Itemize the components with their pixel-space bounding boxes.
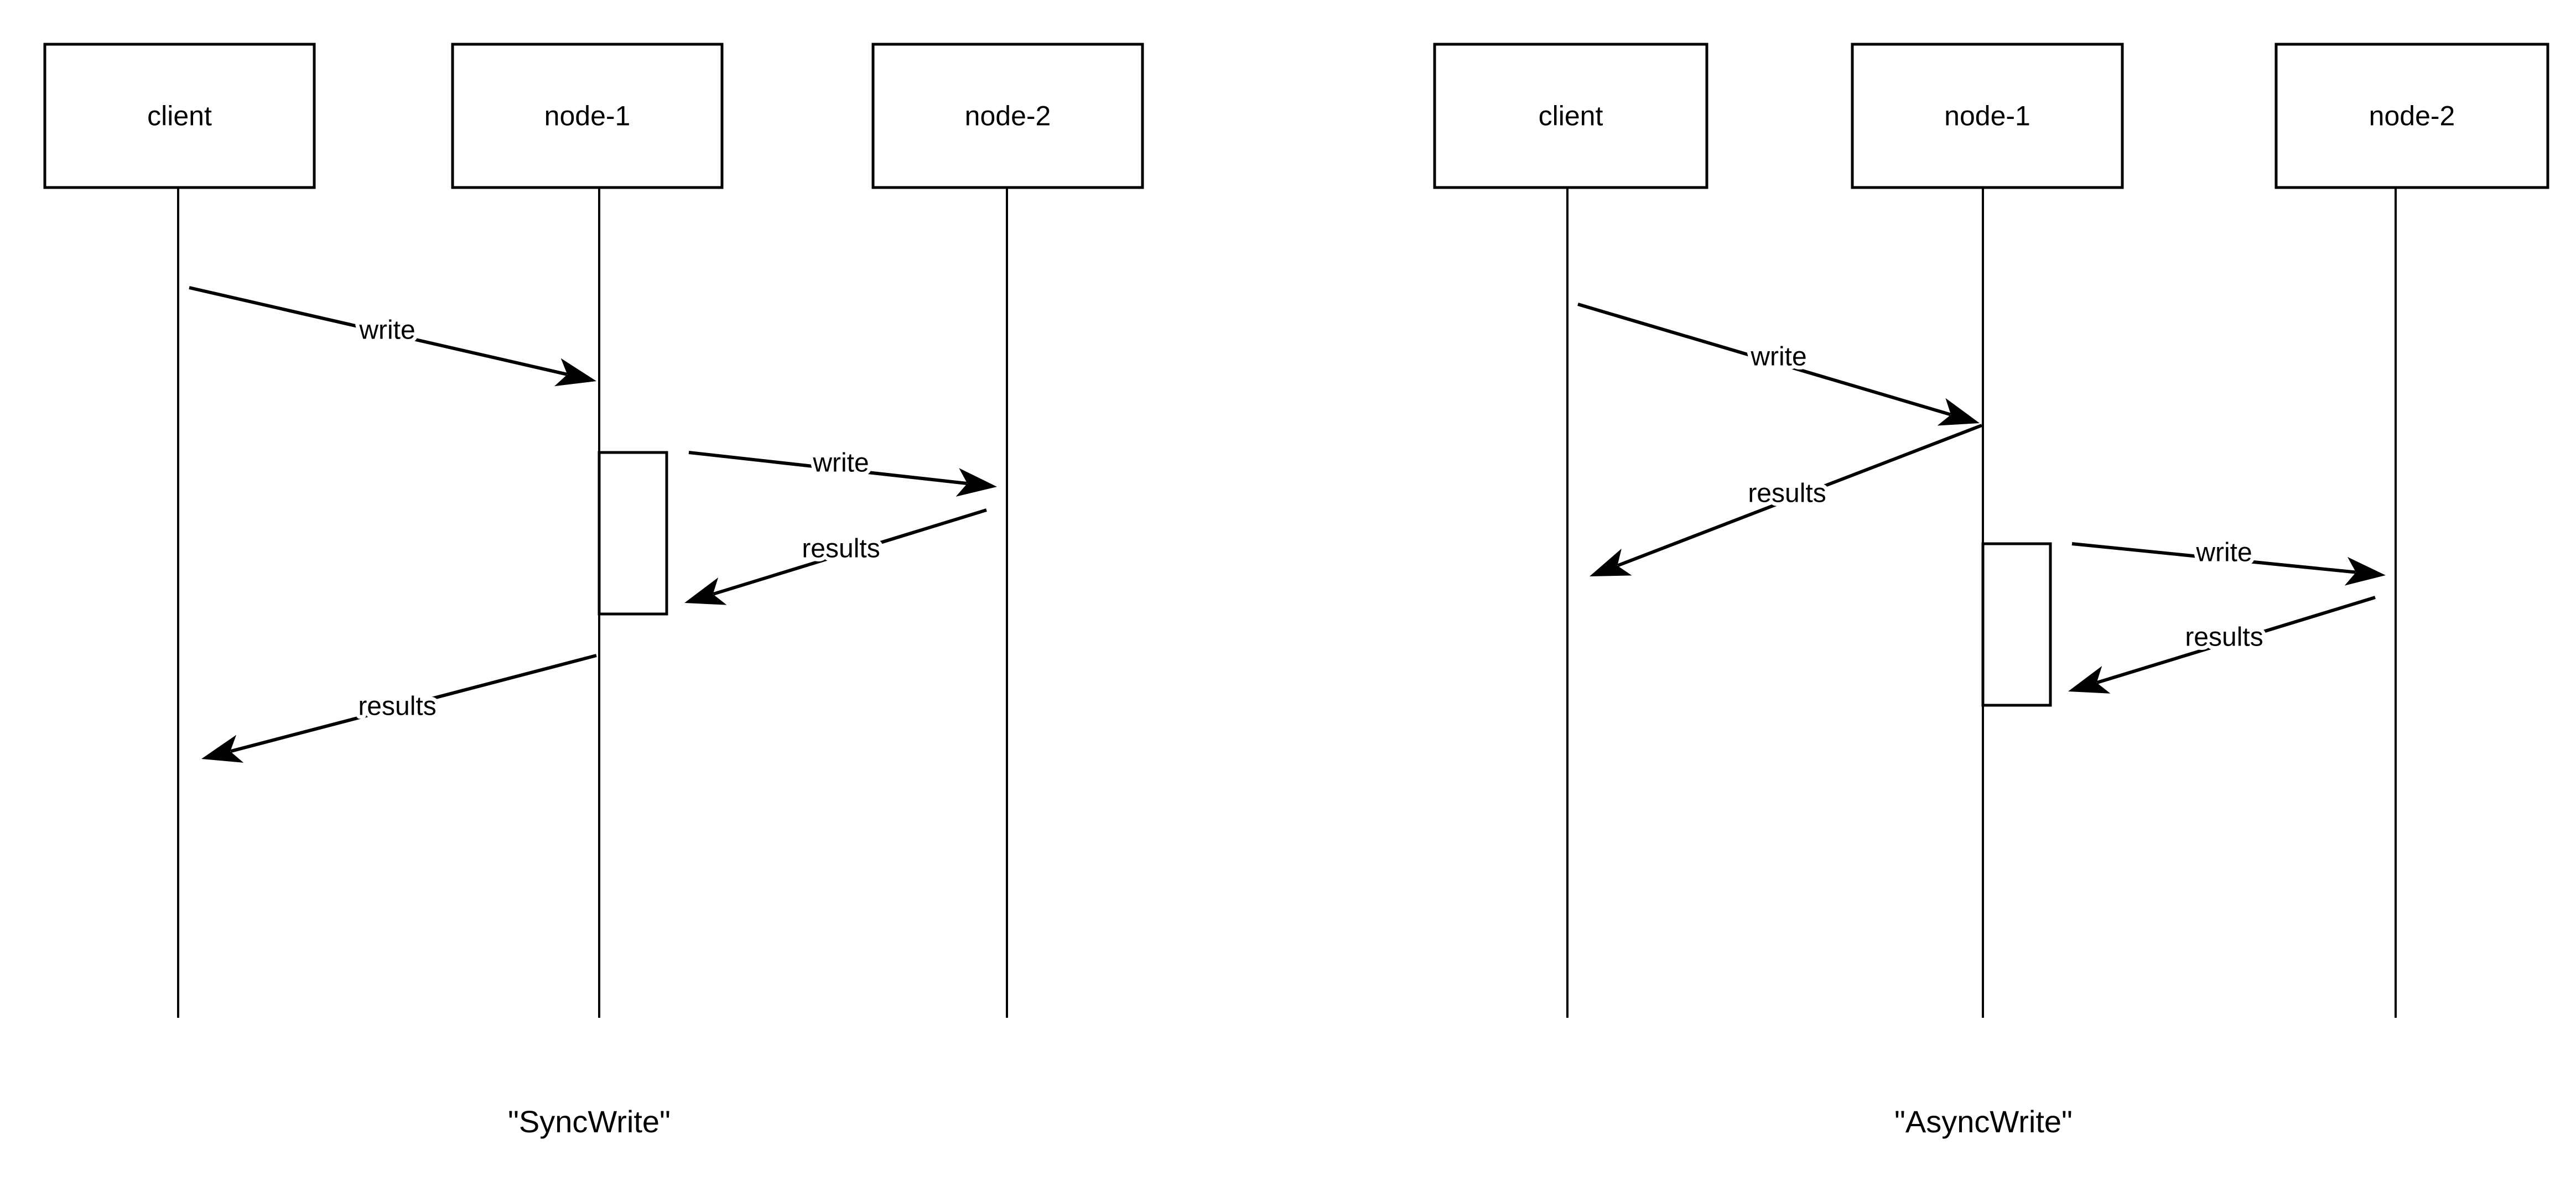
message-label-m1: write <box>1750 342 1806 372</box>
participant-node-2[interactable]: node-2 <box>2274 43 2549 1018</box>
arrow-head-m3 <box>684 577 727 605</box>
arrow-head-m1 <box>554 358 596 387</box>
arrow-head-m1 <box>1937 398 1980 426</box>
message-label-halo-m3: results <box>802 534 880 564</box>
participant-label-client: client <box>147 101 212 132</box>
participant-label-client: client <box>1539 101 1603 132</box>
message-label-halo-m1: write <box>359 316 415 345</box>
participant-client[interactable]: client <box>1433 43 1708 1018</box>
participant-node-1[interactable]: node-1 <box>1851 43 2124 1018</box>
participant-node-1[interactable]: node-1 <box>451 43 724 1018</box>
message-label-halo-m1: write <box>1750 342 1806 372</box>
activation-bar-node-1 <box>1981 542 2052 707</box>
participant-label-node-2: node-2 <box>2369 101 2455 132</box>
message-label-halo-m2: results <box>1748 479 1826 508</box>
participant-label-node-1: node-1 <box>544 101 631 132</box>
message-line-m3 <box>713 508 987 596</box>
arrow-head-m4 <box>2068 666 2111 694</box>
message-line-m1 <box>1577 303 1951 417</box>
message-line-m2 <box>1617 424 1983 568</box>
message-label-m3: write <box>2195 538 2252 568</box>
diagram-caption-sync-write: "SyncWrite" <box>508 1104 671 1139</box>
message-label-m2: results <box>1748 479 1826 508</box>
message-label-m4: results <box>358 692 436 721</box>
message-label-halo-m4: results <box>358 692 436 721</box>
message-line-m4 <box>2096 596 2376 684</box>
message-line-m2 <box>688 451 968 485</box>
arrow-head-m4 <box>201 735 244 763</box>
message-label-m2: write <box>812 449 869 478</box>
participant-box-client[interactable] <box>43 43 316 189</box>
activation-bar-node-1 <box>598 451 668 616</box>
diagram-caption-async-write: "AsyncWrite" <box>1894 1104 2073 1139</box>
participant-client[interactable]: client <box>43 43 316 1018</box>
arrow-head-m2 <box>1590 548 1632 576</box>
message-label-halo-m3: write <box>2195 538 2252 568</box>
arrow-head-m2 <box>955 468 997 497</box>
arrow-head-m3 <box>2344 556 2386 586</box>
message-label-m4: results <box>2185 623 2263 652</box>
message-label-m1: write <box>359 316 415 345</box>
message-label-m3: results <box>802 534 880 564</box>
message-line-m4 <box>230 654 597 753</box>
participant-box-node-1[interactable] <box>451 43 724 189</box>
participant-box-client[interactable] <box>1433 43 1708 189</box>
message-line-m3 <box>2071 542 2356 574</box>
message-label-halo-m2: write <box>812 449 869 478</box>
participant-label-node-2: node-2 <box>965 101 1051 132</box>
participant-node-2[interactable]: node-2 <box>871 43 1144 1018</box>
message-label-halo-m4: results <box>2185 623 2263 652</box>
participant-box-node-2[interactable] <box>2274 43 2549 189</box>
participant-label-node-1: node-1 <box>1944 101 2030 132</box>
message-line-m1 <box>189 286 568 376</box>
participant-box-node-1[interactable] <box>1851 43 2124 189</box>
participant-box-node-2[interactable] <box>871 43 1144 189</box>
